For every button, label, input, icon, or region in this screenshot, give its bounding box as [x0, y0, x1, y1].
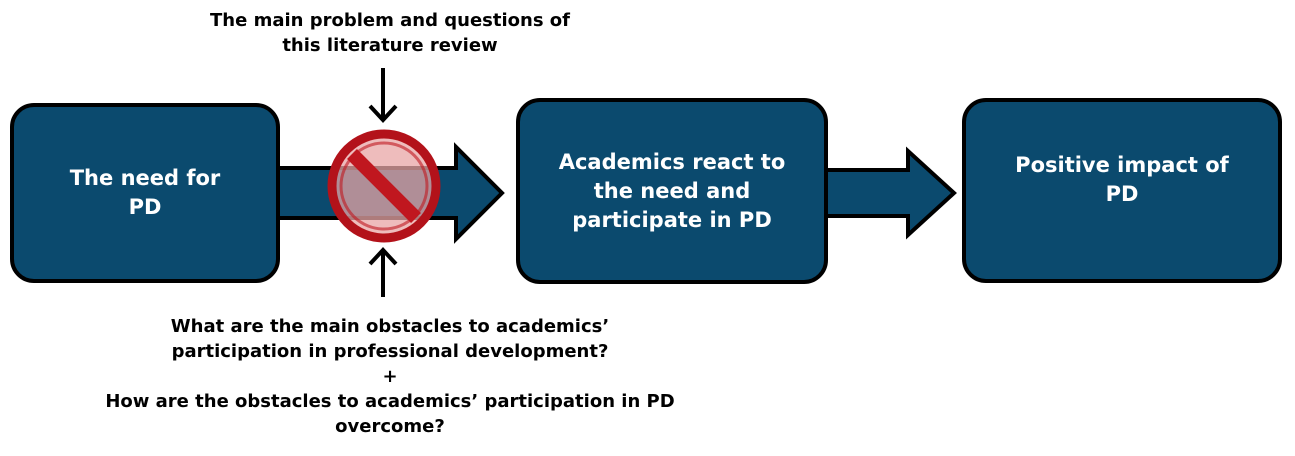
- top-annotation-line-2: this literature review: [282, 35, 498, 56]
- prohibition-sign-icon: [327, 129, 441, 243]
- flow-arrow-icon: [272, 142, 505, 244]
- bottom-annotation-plus: +: [382, 366, 398, 387]
- academics-react-label: Academics react to the need and particip…: [558, 149, 786, 232]
- flow-arrow-icon: [820, 146, 957, 240]
- bottom-annotation-line-4: How are the obstacles to academics’ part…: [105, 391, 675, 412]
- bottom-annotation-line-2: participation in professional developmen…: [171, 341, 609, 362]
- positive-impact-box: Positive impact of PD: [962, 98, 1282, 283]
- bottom-annotation-line-1: What are the main obstacles to academics…: [170, 316, 610, 337]
- top-annotation: The main problem and questions of this l…: [150, 8, 630, 58]
- arrow-down-icon: [368, 68, 398, 123]
- arrow-up-icon: [368, 247, 398, 297]
- positive-impact-label: Positive impact of PD: [1015, 152, 1229, 206]
- need-for-pd-label: The need for PD: [69, 166, 221, 219]
- academics-react-box: Academics react to the need and particip…: [516, 98, 828, 284]
- need-for-pd-box: The need for PD: [10, 103, 280, 283]
- bottom-annotation-line-5: overcome?: [335, 416, 445, 437]
- bottom-annotation: What are the main obstacles to academics…: [30, 314, 750, 439]
- top-annotation-line-1: The main problem and questions of: [210, 10, 570, 31]
